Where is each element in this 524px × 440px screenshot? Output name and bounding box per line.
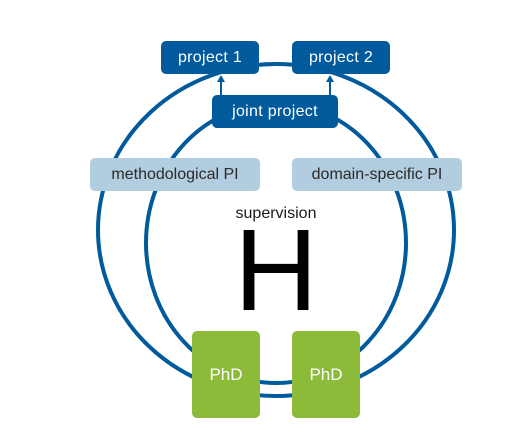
- project-2-box: project 2: [292, 41, 390, 74]
- phd-left-box: PhD: [192, 331, 260, 418]
- outer-ring: [96, 62, 456, 398]
- supervision-label: supervision: [235, 205, 317, 222]
- domain-specific-pi-box: domain-specific PI: [292, 158, 462, 191]
- phd-right-box: PhD: [292, 331, 360, 418]
- methodological-pi-box: methodological PI: [90, 158, 260, 191]
- arrow-head-project-2: [326, 75, 334, 82]
- arrow-head-project-1: [217, 75, 225, 82]
- joint-project-box: joint project: [212, 95, 338, 128]
- project-1-box: project 1: [161, 41, 259, 74]
- supervision-h-symbol: H: [234, 205, 318, 335]
